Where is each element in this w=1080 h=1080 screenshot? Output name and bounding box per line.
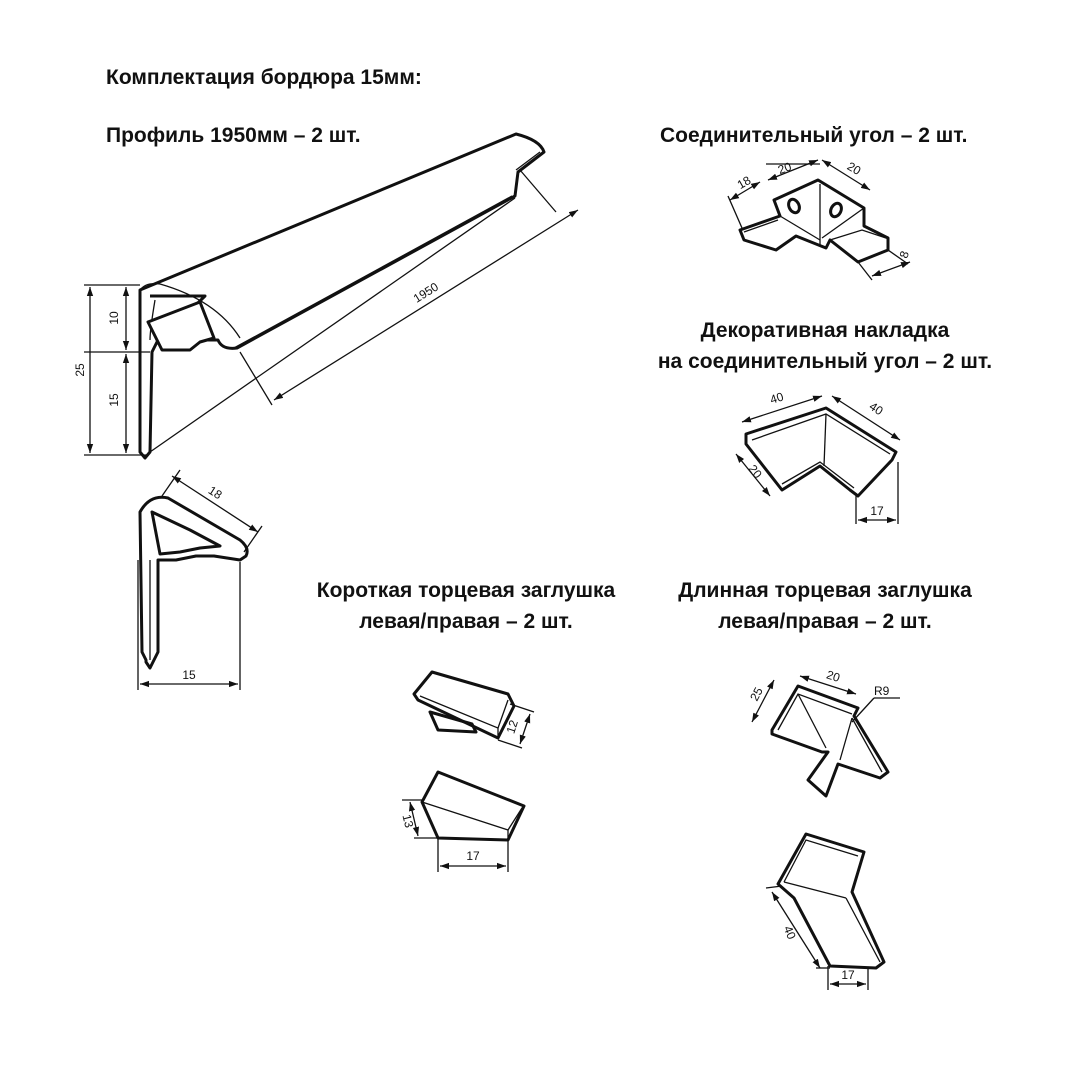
- page-title: Комплектация бордюра 15мм:: [106, 66, 422, 89]
- long-cap-r-label: R9: [874, 684, 890, 698]
- connector-c-label: 18: [735, 173, 754, 192]
- long-cap-top-drawing: [770, 684, 890, 798]
- short-cap-bottom-dimensions: 13 17: [399, 799, 509, 872]
- long-cap-label: Длинная торцевая заглушка левая/правая –…: [660, 575, 990, 637]
- overlay-label-line1: Декоративная накладка: [700, 319, 950, 342]
- overlay-label: Декоративная накладка на соединительный …: [640, 315, 1010, 377]
- overlay-a-label: 40: [768, 389, 785, 407]
- connector-dimensions: 20 20 18 8: [727, 159, 913, 281]
- long-cap-bottom-drawing: [776, 832, 886, 970]
- long-cap-c-label: 40: [781, 924, 799, 942]
- profile-label: Профиль 1950мм – 2 шт.: [106, 124, 361, 147]
- profile-bottom-height-label: 15: [107, 393, 121, 407]
- connector-label: Соединительный угол – 2 шт.: [660, 124, 968, 147]
- long-cap-top-dimensions: 25 20 R9: [747, 667, 900, 723]
- profile-top-height-label: 10: [107, 311, 121, 325]
- connector-b-label: 20: [845, 159, 864, 178]
- connector-d-label: 8: [897, 249, 913, 260]
- overlay-d-label: 17: [870, 504, 884, 518]
- long-cap-bottom-dimensions: 40 17: [765, 885, 869, 990]
- long-cap-label-line1: Длинная торцевая заглушка: [678, 579, 972, 602]
- overlay-label-line2: на соединительный угол – 2 шт.: [657, 350, 993, 373]
- overlay-b-label: 40: [867, 399, 886, 418]
- short-cap-b-label: 13: [399, 813, 416, 830]
- short-cap-label: Короткая торцевая заглушка левая/правая …: [296, 575, 636, 637]
- overlay-drawing: [744, 406, 898, 498]
- connector-a-label: 20: [776, 159, 794, 177]
- overlay-dimensions: 40 40 20 17: [735, 389, 901, 524]
- profile-3d-drawing: [138, 132, 546, 460]
- short-cap-top-drawing: [412, 670, 516, 740]
- long-cap-b-label: 20: [825, 667, 842, 685]
- profile-dimensions: 25 10 15 1950: [73, 169, 579, 456]
- connector-drawing: [738, 178, 890, 264]
- section-width-base-label: 15: [182, 668, 196, 682]
- profile-total-height-label: 25: [73, 363, 87, 377]
- short-cap-a-label: 12: [503, 718, 521, 735]
- long-cap-a-label: 25: [747, 685, 766, 704]
- short-cap-top-dimensions: 12: [497, 703, 535, 749]
- short-cap-bottom-drawing: [420, 770, 526, 842]
- long-cap-d-label: 17: [841, 968, 855, 982]
- short-cap-label-line1: Короткая торцевая заглушка: [316, 579, 616, 602]
- short-cap-label-line2: левая/правая – 2 шт.: [359, 610, 573, 633]
- long-cap-label-line2: левая/правая – 2 шт.: [718, 610, 932, 633]
- profile-section-drawing: [138, 495, 249, 670]
- profile-length-label: 1950: [411, 279, 441, 305]
- short-cap-c-label: 17: [466, 849, 480, 863]
